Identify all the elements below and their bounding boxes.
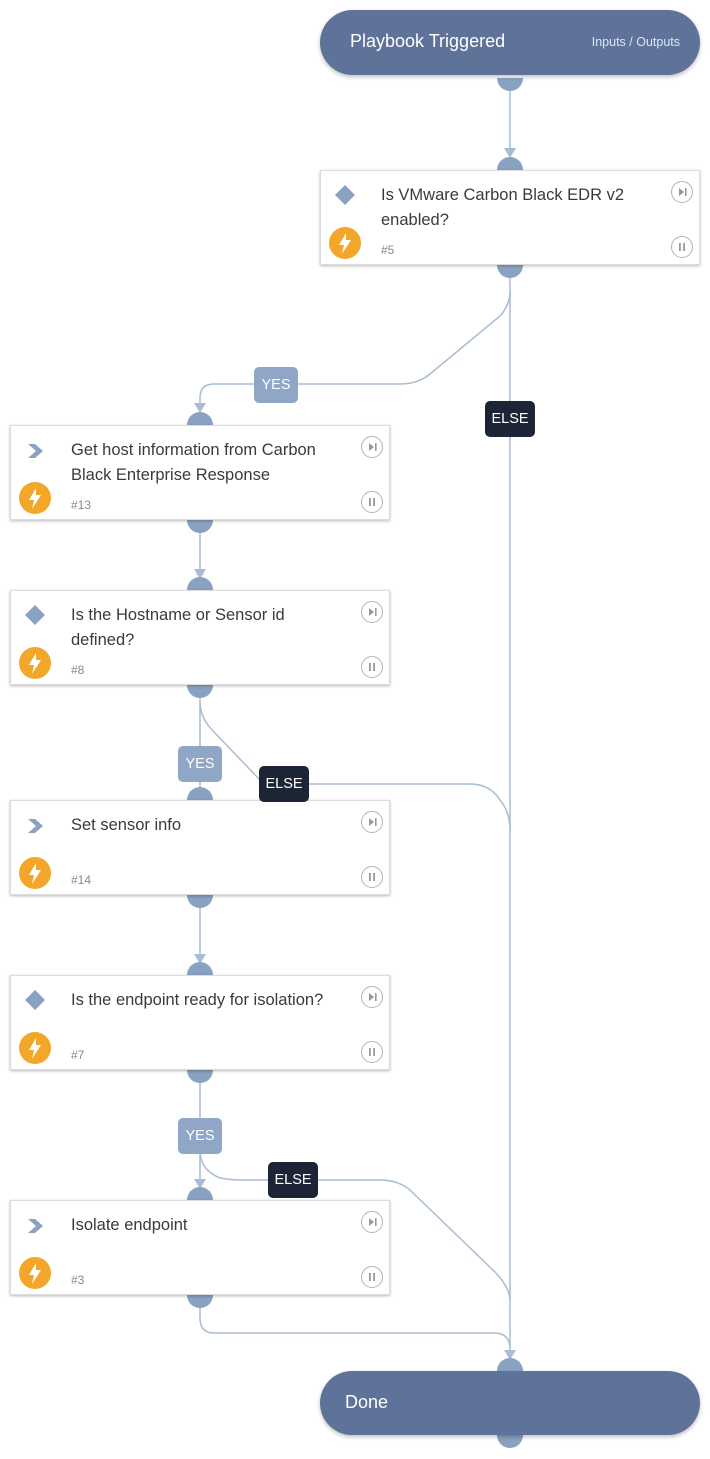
pause-icon[interactable]: [361, 491, 383, 513]
else-label[interactable]: ELSE: [259, 766, 309, 802]
else-label[interactable]: ELSE: [268, 1162, 318, 1198]
task-number: #3: [71, 1273, 85, 1287]
yes-label[interactable]: YES: [254, 367, 298, 403]
yes-label[interactable]: YES: [178, 1118, 222, 1154]
chevron-right-icon: [26, 443, 46, 463]
task-name: Isolate endpoint: [71, 1216, 188, 1234]
task-number: #5: [381, 243, 395, 257]
lightning-bolt-icon: [19, 482, 51, 514]
task-node-14[interactable]: Set sensor info #14: [10, 800, 390, 895]
diamond-icon: [335, 185, 355, 205]
pause-icon[interactable]: [361, 1266, 383, 1288]
pause-icon[interactable]: [361, 656, 383, 678]
task-node-3[interactable]: Isolate endpoint #3: [10, 1200, 390, 1295]
task-number: #14: [71, 873, 92, 887]
chevron-right-icon: [26, 818, 46, 838]
playbook-triggered-node[interactable]: Playbook Triggered Inputs / Outputs: [320, 10, 700, 75]
lightning-bolt-icon: [19, 857, 51, 889]
lightning-bolt-icon: [19, 1032, 51, 1064]
task-node-7[interactable]: Is the endpoint ready for isolation? #7: [10, 975, 390, 1070]
else-label[interactable]: ELSE: [485, 401, 535, 437]
task-number: #8: [71, 663, 85, 677]
diamond-icon: [25, 990, 45, 1010]
pause-icon[interactable]: [361, 866, 383, 888]
diamond-icon: [25, 605, 45, 625]
task-node-8[interactable]: Is the Hostname or Sensor id defined? #8: [10, 590, 390, 685]
yes-label[interactable]: YES: [178, 746, 222, 782]
task-node-5[interactable]: Is VMware Carbon Black EDR v2 enabled? #…: [320, 170, 700, 265]
chevron-right-icon: [26, 1218, 46, 1238]
lightning-bolt-icon: [19, 1257, 51, 1289]
task-name: Is VMware Carbon Black EDR v2 enabled?: [381, 186, 624, 229]
task-number: #13: [71, 498, 92, 512]
done-node[interactable]: Done: [320, 1371, 700, 1435]
skip-forward-icon[interactable]: [361, 601, 383, 623]
task-name: Is the endpoint ready for isolation?: [71, 991, 324, 1009]
done-title: Done: [345, 1392, 389, 1412]
skip-forward-icon[interactable]: [361, 436, 383, 458]
task-name: Is the Hostname or Sensor id defined?: [71, 606, 285, 649]
task-name: Get host information from Carbon Black E…: [71, 441, 316, 484]
skip-forward-icon[interactable]: [361, 1211, 383, 1233]
skip-forward-icon[interactable]: [671, 181, 693, 203]
task-number: #7: [71, 1048, 85, 1062]
lightning-bolt-icon: [329, 227, 361, 259]
playbook-triggered-title: Playbook Triggered: [350, 31, 506, 51]
task-name: Set sensor info: [71, 816, 182, 834]
pause-icon[interactable]: [671, 236, 693, 258]
skip-forward-icon[interactable]: [361, 986, 383, 1008]
inputs-outputs-link[interactable]: Inputs / Outputs: [591, 35, 680, 49]
lightning-bolt-icon: [19, 647, 51, 679]
pause-icon[interactable]: [361, 1041, 383, 1063]
skip-forward-icon[interactable]: [361, 811, 383, 833]
task-node-13[interactable]: Get host information from Carbon Black E…: [10, 425, 390, 520]
